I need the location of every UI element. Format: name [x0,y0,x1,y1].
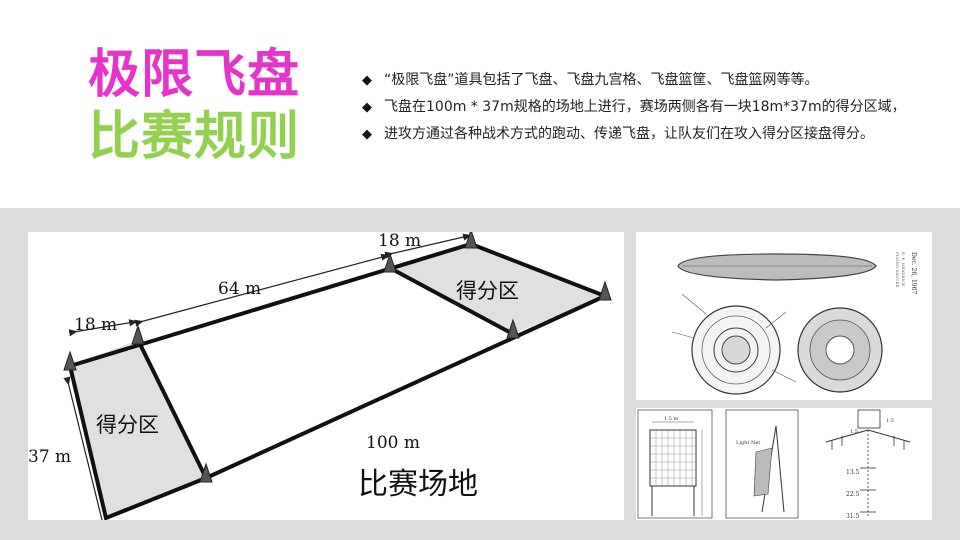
endzone-label-right: 得分区 [456,279,519,303]
field-caption: 比赛场地 [358,467,478,502]
slide-title: 极限飞盘 比赛规则 [88,44,328,168]
patent-side-text-2: E. E. HEADRICK [901,252,906,287]
bullet-text: 进攻方通过各种战术方式的跑动、传递飞盘，让队友们在攻入得分区接盘得分。 [384,126,874,142]
light-net-label: Light Net [736,440,760,446]
dim-line-left-18 [68,319,138,337]
top-dim-label: 1.5 [886,418,894,424]
right-endzone [390,244,605,334]
cone-icon [131,324,145,345]
field-outline [68,241,611,520]
left-endzone [70,340,206,518]
goal-drawings: 1.5 m Light Net 1.5 1.5 [636,408,932,520]
distance-label-2: 22.5 [846,491,860,498]
field-diagram-svg: 18 m 64 m 18 m 37 m 100 m 得分区 得分区 比赛场地 [28,232,612,520]
target-layout-drawing: 1.5 1.5 13.5 22.5 31.5 [825,409,911,520]
frame-width-label: 1.5 m [664,416,679,422]
cone-icon [506,318,520,339]
frisbee-top-view-left [691,305,781,395]
diamond-bullet-icon: ◆ [362,100,372,115]
dim-label-left-18: 18 m [74,315,117,335]
cone-icon [464,232,478,249]
cone-icon [383,252,397,273]
dim-line-37 [63,376,103,520]
cone-icon [598,280,612,301]
frisbee-patent-drawing: Dec. 26, 1967 E. E. HEADRICK FLYING SAUC… [636,232,932,400]
net-frame-drawing: 1.5 m [637,409,713,519]
bullet-text: 飞盘在100m * 37m规格的场地上进行，赛场两侧各有一块18m*37m的得分… [384,99,906,115]
light-net-drawing: Light Net [725,409,799,519]
left-goal-line [136,339,208,479]
title-line-1: 极限飞盘 [88,45,301,105]
field-diagram: 18 m 64 m 18 m 37 m 100 m 得分区 得分区 比赛场地 [28,232,624,520]
dim-label-top-18: 18 m [378,232,421,251]
goal-drawings-svg: 1.5 m Light Net 1.5 1.5 [637,409,911,520]
bullet-text: “极限飞盘”道具包括了飞盘、飞盘九宫格、飞盘篮筐、飞盘篮网等等。 [384,72,819,88]
title-line-2: 比赛规则 [88,107,301,167]
bullet-list: ◆ “极限飞盘”道具包括了飞盘、飞盘九宫格、飞盘篮筐、飞盘篮网等等。 ◆ 飞盘在… [362,68,922,149]
frisbee-patent-svg: Dec. 26, 1967 E. E. HEADRICK FLYING SAUC… [671,252,917,395]
side-dim-label: 1.5 [850,429,858,435]
patent-side-text-1: Dec. 26, 1967 [910,252,917,294]
bullet-item: ◆ “极限飞盘”道具包括了飞盘、飞盘九宫格、飞盘篮筐、飞盘篮网等等。 [362,68,922,93]
patent-leader-lines [671,293,797,383]
dim-label-100: 100 m [366,433,420,453]
field-cones [63,232,612,483]
endzone-label-left: 得分区 [96,413,159,437]
dim-label-64: 64 m [218,279,261,299]
right-goal-line [389,266,514,336]
patent-side-text-3: FLYING SAUCER [895,252,900,288]
distance-label-3: 31.5 [846,513,860,520]
frisbee-side-view [677,253,877,281]
dim-label-37: 37 m [28,447,71,467]
dim-line-64 [134,253,390,327]
frisbee-top-view-right [797,307,883,393]
cone-icon [63,350,77,371]
diamond-bullet-icon: ◆ [362,73,372,88]
diamond-bullet-icon: ◆ [362,127,372,142]
dim-line-top-18 [384,233,472,259]
bullet-item: ◆ 进攻方通过各种战术方式的跑动、传递飞盘，让队友们在攻入得分区接盘得分。 [362,122,922,147]
cone-icon [199,462,213,483]
distance-label-1: 13.5 [846,469,860,476]
bullet-item: ◆ 飞盘在100m * 37m规格的场地上进行，赛场两侧各有一块18m*37m的… [362,95,922,120]
